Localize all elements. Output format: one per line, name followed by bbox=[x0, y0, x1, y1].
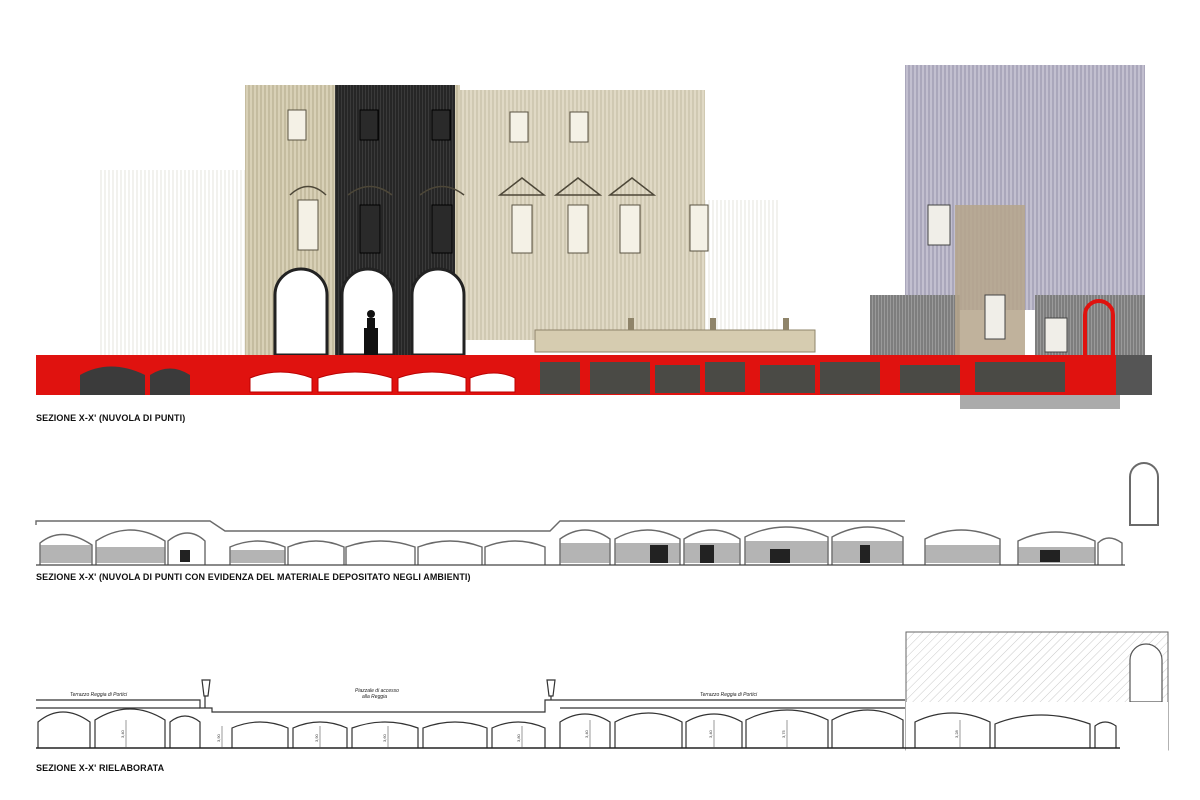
statue bbox=[364, 310, 378, 356]
material-section-panel: SEZIONE X-X' (NUVOLA DI PUNTI CON EVIDEN… bbox=[0, 455, 1200, 600]
point-cloud-section-panel: SEZIONE X-X' (NUVOLA DI PUNTI) bbox=[36, 65, 1152, 423]
dim-label: 3,90 bbox=[216, 733, 221, 742]
label-square-line2: alla Reggia bbox=[362, 694, 387, 700]
label-terrace-left: Terrazzo Reggia di Portici bbox=[70, 692, 128, 698]
dim-label: 3,90 bbox=[314, 733, 319, 742]
dim-label: 3,40 bbox=[708, 729, 713, 738]
point-cloud-section-drawing bbox=[36, 65, 1152, 409]
reworked-section-drawing: Terrazzo Reggia di Portici Piazzale di a… bbox=[36, 631, 1169, 752]
dim-label: 3,80 bbox=[516, 733, 521, 742]
dim-label: 3,40 bbox=[584, 729, 589, 738]
dim-label: 3,75 bbox=[781, 729, 786, 738]
balustrade bbox=[534, 329, 816, 353]
reworked-section-panel: Terrazzo Reggia di Portici Piazzale di a… bbox=[0, 630, 1200, 800]
palace-facade bbox=[245, 85, 816, 357]
dim-label: 3,28 bbox=[954, 729, 959, 738]
caption-material-section: SEZIONE X-X' (NUVOLA DI PUNTI CON EVIDEN… bbox=[36, 572, 471, 582]
material-section-drawing bbox=[35, 462, 1159, 566]
dim-label: 3,40 bbox=[120, 729, 125, 738]
right-building bbox=[870, 65, 1145, 357]
niche bbox=[1129, 643, 1163, 703]
caption-reworked-section: SEZIONE X-X' RIELABORATA bbox=[36, 763, 165, 773]
label-square-line1: Piazzale di accesso bbox=[355, 688, 399, 694]
caption-point-cloud: SEZIONE X-X' (NUVOLA DI PUNTI) bbox=[36, 413, 186, 423]
label-terrace-right: Terrazzo Reggia di Portici bbox=[700, 692, 758, 698]
red-section-band bbox=[36, 355, 1152, 409]
dim-label: 3,60 bbox=[382, 733, 387, 742]
